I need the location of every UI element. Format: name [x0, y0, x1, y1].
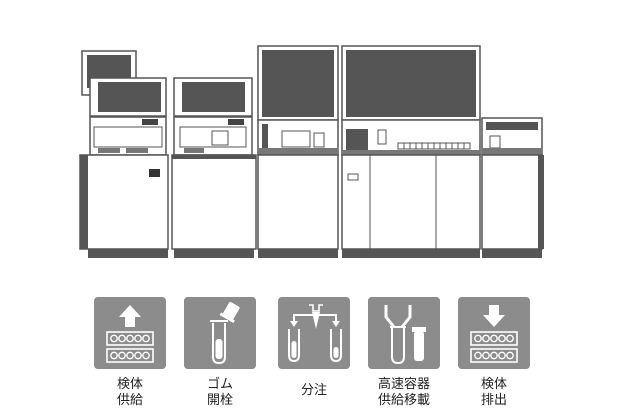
step-label: 分注	[300, 383, 327, 398]
step-label: 高速容器 供給移載	[377, 377, 430, 408]
step-dispensing: 分注	[276, 297, 352, 399]
sample-supply-icon	[94, 297, 166, 369]
step-rubber-cap-opening: ゴム 開栓	[182, 297, 258, 409]
module-dispensing	[257, 45, 339, 258]
step-sample-supply: 検体 供給	[92, 297, 168, 409]
module-sample-supply	[79, 50, 169, 258]
module-cap-opening	[171, 77, 257, 258]
dispensing-icon	[278, 297, 350, 369]
module-container-transfer	[341, 45, 481, 258]
step-label: 検体 排出	[480, 377, 507, 408]
step-label: ゴム 開栓	[206, 377, 233, 408]
rubber-cap-opening-icon	[184, 297, 256, 369]
lab-automation-system-illustration	[79, 45, 544, 258]
step-high-speed-container-transfer: 高速容器 供給移載	[366, 297, 442, 409]
sample-discharge-icon	[458, 297, 530, 369]
step-sample-discharge: 検体 排出	[456, 297, 532, 409]
high-speed-container-transfer-icon	[368, 297, 440, 369]
module-sample-discharge	[481, 117, 544, 258]
step-label: 検体 供給	[116, 377, 143, 408]
